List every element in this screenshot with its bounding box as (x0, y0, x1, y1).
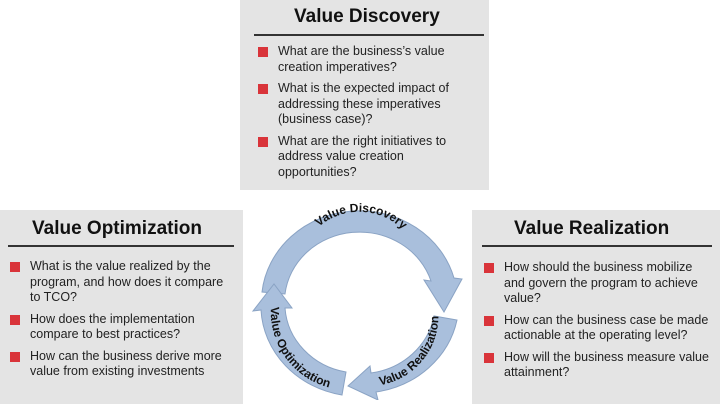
question-item: How should the business mobilize and gov… (484, 260, 712, 307)
value-optimization-title: Value Optimization (32, 218, 202, 239)
red-square-bullet-icon (10, 314, 20, 325)
cycle-segment-discovery (261, 210, 463, 313)
value-discovery-panel: Value Discovery What are the business’s … (240, 0, 489, 190)
question-text: What are the right initiatives to addres… (278, 133, 447, 179)
question-item: How can the business case be made action… (484, 313, 712, 344)
question-text: How can the business derive more value f… (30, 348, 222, 379)
question-text: What is the value realized by the progra… (30, 259, 224, 304)
question-text: How will the business measure value atta… (504, 349, 709, 380)
value-realization-panel: Value Realization How should the busines… (472, 210, 720, 404)
title-divider (8, 245, 234, 247)
red-square-bullet-icon (10, 351, 20, 362)
question-text: How does the implementation compare to b… (30, 311, 195, 342)
question-text: What is the expected impact of addressin… (278, 81, 449, 126)
question-text: How can the business case be made action… (504, 312, 709, 343)
question-item: How will the business measure value atta… (484, 350, 712, 381)
question-item: How does the implementation compare to b… (10, 312, 234, 343)
red-square-bullet-icon (258, 84, 268, 94)
red-square-bullet-icon (258, 47, 268, 57)
question-item: How can the business derive more value f… (10, 349, 234, 380)
red-square-bullet-icon (258, 136, 268, 147)
red-square-bullet-icon (484, 263, 494, 273)
question-item: What are the right initiatives to addres… (258, 134, 482, 181)
question-item: What is the expected impact of addressin… (258, 81, 482, 128)
title-divider (482, 245, 712, 247)
red-square-bullet-icon (10, 262, 20, 272)
cycle-segment-realization (347, 315, 458, 400)
question-text: What are the business’s value creation i… (278, 44, 445, 74)
red-square-bullet-icon (484, 315, 494, 326)
value-discovery-title: Value Discovery (294, 6, 440, 27)
value-optimization-panel: Value Optimization What is the value rea… (0, 210, 243, 404)
title-divider (254, 34, 484, 36)
red-square-bullet-icon (484, 352, 494, 363)
cycle-segment-optimization (251, 283, 347, 396)
value-optimization-questions: What is the value realized by the progra… (10, 259, 234, 386)
question-text: How should the business mobilize and gov… (504, 260, 698, 305)
value-cycle-diagram: Value Discovery Value Realization Value … (251, 201, 463, 400)
value-realization-title: Value Realization (514, 218, 670, 239)
question-item: What is the value realized by the progra… (10, 259, 234, 306)
value-realization-questions: How should the business mobilize and gov… (484, 260, 712, 387)
question-item: What are the business’s value creation i… (258, 44, 482, 75)
value-discovery-questions: What are the business’s value creation i… (258, 44, 482, 186)
